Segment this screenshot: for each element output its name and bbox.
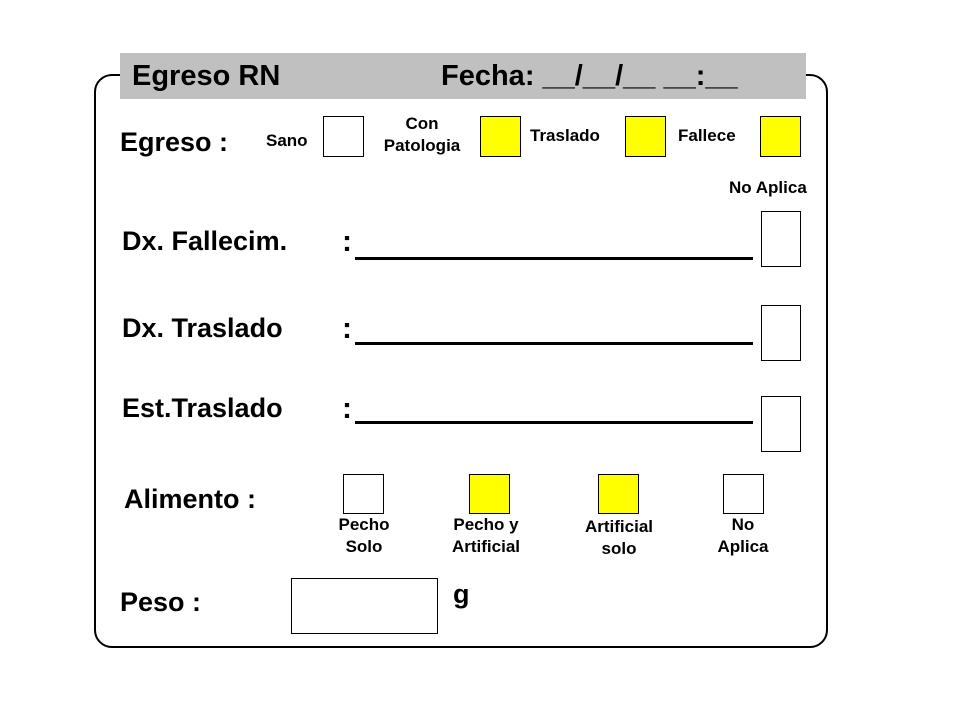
est-traslado-input-line[interactable] [355,421,753,424]
con-patologia-checkbox[interactable] [480,116,521,157]
dx-traslado-no-aplica-checkbox[interactable] [761,305,801,361]
no-aplica-alimento-label-line2: Aplica [717,537,769,556]
dx-fallecim-colon: : [342,225,352,258]
alimento-label: Alimento : [124,484,256,514]
artificial-solo-checkbox[interactable] [598,474,639,514]
pecho-solo-label-line1: Pecho [338,515,390,534]
con-patologia-label: Con Patologia [376,113,468,157]
egreso-label: Egreso : [120,127,229,157]
fallece-label: Fallece [678,126,736,145]
con-patologia-label-line1: Con [405,114,439,133]
form-title: Egreso RN [132,60,281,92]
pecho-solo-label-line2: Solo [345,537,383,556]
date-label: Fecha: __/__/__ __:__ [441,60,738,92]
peso-label: Peso : [120,587,202,617]
dx-traslado-colon: : [342,312,352,345]
sano-label: Sano [266,131,308,150]
artificial-solo-label-line2: solo [601,539,637,558]
sano-checkbox[interactable] [323,116,364,157]
pecho-y-artificial-label: Pecho y Artificial [438,514,534,558]
dx-fallecim-input-line[interactable] [355,257,753,260]
pecho-solo-checkbox[interactable] [343,474,384,514]
no-aplica-alimento-checkbox[interactable] [723,474,764,514]
artificial-solo-label: Artificial solo [572,516,666,560]
traslado-label: Traslado [530,126,600,145]
no-aplica-alimento-label: No Aplica [703,514,783,558]
dx-fallecim-label: Dx. Fallecim. [122,226,288,256]
dx-fallecim-no-aplica-checkbox[interactable] [761,211,801,267]
con-patologia-label-line2: Patologia [383,136,461,155]
pecho-y-artificial-label-line1: Pecho y [453,515,519,534]
fallece-checkbox[interactable] [760,116,801,157]
peso-input[interactable] [291,578,438,634]
dx-traslado-input-line[interactable] [355,342,753,345]
pecho-y-artificial-label-line2: Artificial [451,537,521,556]
no-aplica-alimento-label-line1: No [731,515,755,534]
pecho-solo-label: Pecho Solo [324,514,404,558]
peso-unit: g [453,579,470,609]
est-traslado-no-aplica-checkbox[interactable] [761,396,801,452]
pecho-y-artificial-checkbox[interactable] [469,474,510,514]
dx-traslado-label: Dx. Traslado [122,313,283,343]
form-frame [94,74,828,648]
artificial-solo-label-line1: Artificial [584,517,654,536]
est-traslado-label: Est.Traslado [122,393,283,423]
no-aplica-header: No Aplica [729,178,807,197]
header-bar [120,53,806,99]
est-traslado-colon: : [342,392,352,425]
traslado-checkbox[interactable] [625,116,666,157]
